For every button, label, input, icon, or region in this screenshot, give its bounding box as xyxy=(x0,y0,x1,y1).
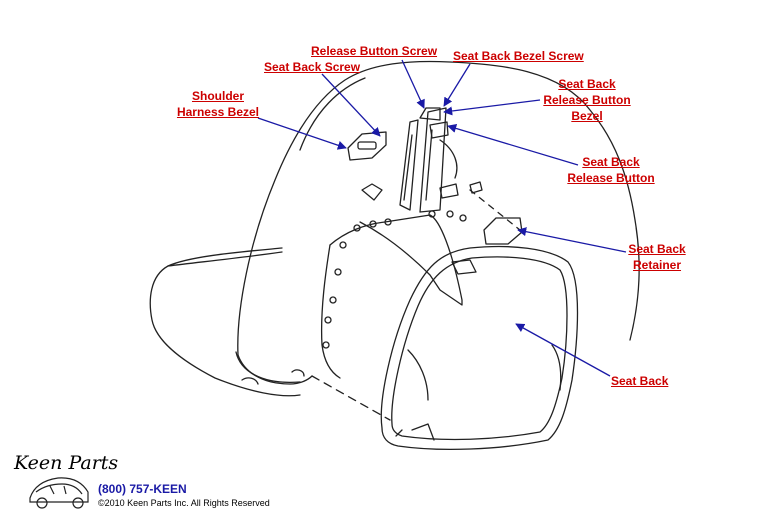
label-shoulder-harness-bezel[interactable]: Shoulder Harness Bezel xyxy=(168,88,268,120)
fitting-a xyxy=(361,183,383,201)
label-seat-back-release-button-bezel[interactable]: Seat Back Release Button Bezel xyxy=(537,76,637,124)
hinge xyxy=(241,369,305,385)
seat-back-side xyxy=(299,77,366,151)
label-shoulder-harness-bezel-line2: Harness Bezel xyxy=(176,105,260,119)
seat-back-retainer xyxy=(483,217,523,245)
label-release-button-screw[interactable]: Release Button Screw xyxy=(311,44,438,58)
arrow-seat-back xyxy=(515,323,611,377)
arrow-seat-back-bezel-screw xyxy=(443,63,471,107)
label-shoulder-harness-bezel-line1: Shoulder xyxy=(191,89,244,103)
latch-bracket-left xyxy=(399,119,419,211)
label-release-button-line1: Seat Back xyxy=(582,155,640,169)
arrow-seat-back-screw xyxy=(321,73,381,137)
fitting-c xyxy=(469,181,483,194)
rear-panel-dash-2 xyxy=(469,189,521,231)
label-release-button-line2: Release Button xyxy=(567,171,655,185)
release-button-bezel xyxy=(419,107,441,121)
latch-slots xyxy=(403,129,433,201)
keen-parts-logo: Keen Parts xyxy=(14,452,119,474)
seat-back-shell xyxy=(237,60,640,356)
panel-clip-b xyxy=(395,423,435,441)
seat-cushion xyxy=(149,247,301,397)
seat-back-bottom xyxy=(235,351,301,384)
label-retainer-line1: Seat Back xyxy=(628,242,686,256)
label-seat-back[interactable]: Seat Back xyxy=(611,374,669,388)
shoulder-harness-bezel xyxy=(347,131,387,161)
label-seat-back-screw[interactable]: Seat Back Screw xyxy=(264,60,361,74)
label-seat-back-retainer[interactable]: Seat Back Retainer xyxy=(612,241,702,273)
label-seat-back-release-button[interactable]: Seat Back Release Button xyxy=(561,154,661,186)
label-seat-back-bezel-screw[interactable]: Seat Back Bezel Screw xyxy=(453,49,584,63)
label-release-button-bezel-line3: Bezel xyxy=(571,109,603,123)
seat-back-panel-inner xyxy=(391,256,568,441)
panel-fold xyxy=(407,344,562,401)
label-release-button-bezel-line1: Seat Back xyxy=(558,77,616,91)
retainer-clips xyxy=(322,210,467,349)
arrow-release-button-screw xyxy=(401,59,425,109)
rear-frame xyxy=(329,214,463,306)
panel-clip-a xyxy=(451,259,477,275)
arrow-seat-back-retainer xyxy=(517,227,627,253)
arrow-shoulder-harness-bezel xyxy=(257,117,347,150)
label-release-button-bezel-line2: Release Button xyxy=(543,93,631,107)
logo-car-icon xyxy=(29,477,89,509)
rear-panel-dash xyxy=(311,375,391,421)
leader-arrows xyxy=(257,59,627,377)
phone-number[interactable]: (800) 757-KEEN xyxy=(98,482,187,496)
seat-back-shell-inner xyxy=(237,354,313,385)
rear-frame-left xyxy=(320,244,341,379)
latch-rod xyxy=(439,139,458,179)
copyright-notice: ©2010 Keen Parts Inc. All Rights Reserve… xyxy=(98,498,270,508)
seat-cushion-edge xyxy=(167,251,283,267)
release-button xyxy=(429,121,449,139)
fitting-b xyxy=(439,183,459,199)
label-retainer-line2: Retainer xyxy=(632,258,682,272)
arrow-release-button xyxy=(447,123,579,166)
arrow-release-button-bezel xyxy=(443,99,541,116)
seat-back-panel-outer xyxy=(380,245,579,451)
